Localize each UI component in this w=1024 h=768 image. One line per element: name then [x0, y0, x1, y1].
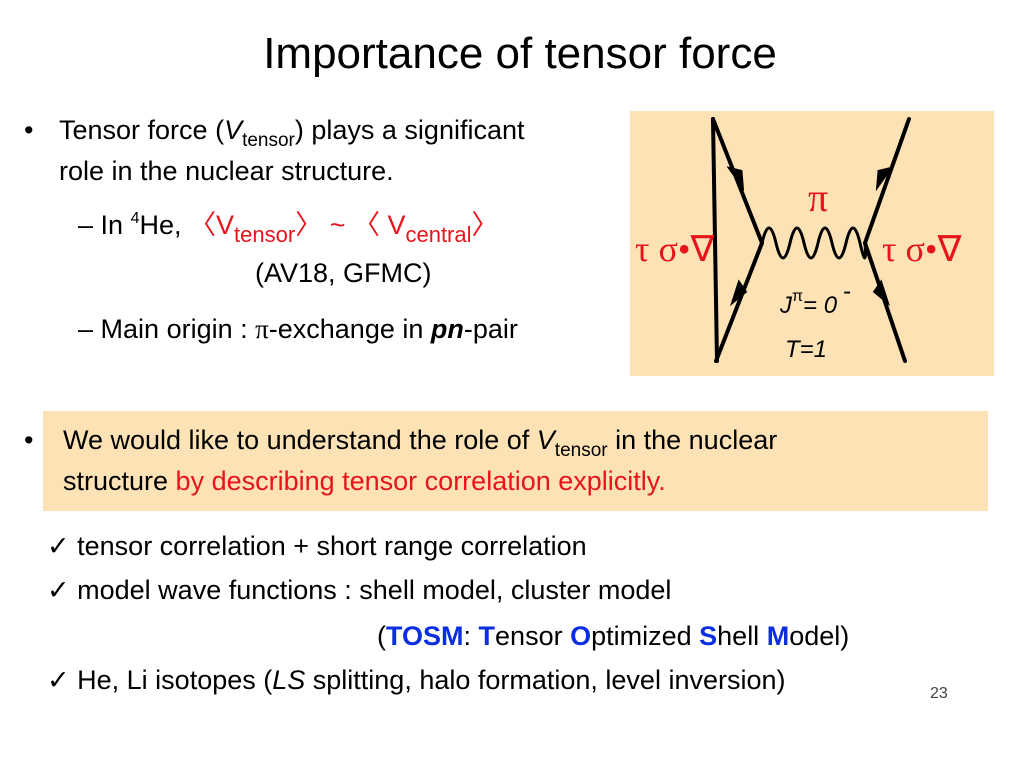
diagram-j-sup: π [792, 288, 803, 305]
tosm-line: (TOSM: Tensor Optimized Shell Model) [377, 620, 849, 653]
sub2-dash: – [78, 314, 94, 344]
sub1-eq-open: 〈V [189, 210, 235, 240]
diagram-j: J [779, 292, 793, 319]
sub1-he: He, [139, 210, 190, 240]
nucleon-line-left-lower [711, 117, 719, 363]
bullet1-line2: role in the nuclear structure. [59, 156, 394, 186]
bullet2-text-pre: We would like to understand the role of [63, 425, 537, 455]
tosm-s: S [699, 621, 718, 651]
nucleon-line-left-lower-seg [714, 241, 764, 363]
page-number: 23 [930, 685, 948, 702]
check-item-2: ✓ model wave functions : shell model, cl… [47, 574, 671, 607]
sub1-eq-sub1: tensor [234, 222, 296, 247]
arrow-left-lower [729, 279, 748, 307]
sub2-text-pre: Main origin : [100, 314, 256, 344]
check-item-3: ✓ He, Li isotopes (LS splitting, halo fo… [47, 664, 786, 697]
sub2-text-mid: -exchange in [268, 314, 431, 344]
checkmark-icon: ✓ [47, 575, 70, 605]
slide-title: Importance of tensor force [263, 29, 777, 78]
bullet2-line2-red: by describing tensor correlation explici… [175, 466, 666, 496]
bullet1-var: V [224, 115, 243, 145]
sub2-text-post: -pair [463, 314, 518, 344]
sub1-sup: 4 [130, 210, 140, 227]
bullet2-text-post: in the nuclear [607, 425, 778, 455]
nucleon-line-right-upper-seg [863, 117, 911, 245]
sub1-eq-sub2: central [405, 222, 472, 247]
bullet1-var-sub: tensor [242, 130, 295, 151]
sub1-dash: – [78, 210, 94, 240]
check-item-3-ls: LS [272, 665, 306, 695]
diagram-t-label: T=1 [785, 336, 827, 363]
check-item-3-post: splitting, halo formation, level inversi… [305, 665, 786, 695]
feynman-diagram-graphic: π τ σ•∇ τ σ•∇ Jπ= 0- T=1 [635, 117, 962, 363]
tosm-o: O [570, 621, 592, 651]
pion-exchange-diagram: π τ σ•∇ τ σ•∇ Jπ= 0- T=1 [630, 111, 994, 376]
diagram-pi-label: π [808, 175, 828, 220]
check-item-3-pre: He, Li isotopes ( [77, 665, 273, 695]
sub2-pn: pn [430, 314, 464, 344]
diagram-vertex-left: τ σ•∇ [635, 229, 715, 269]
sub1-eq-mid: 〉 ~ 〈 V [295, 210, 406, 240]
bullet2-var: V [536, 425, 555, 455]
tosm-m-rest: odel) [789, 621, 850, 651]
diagram-j-parity: - [843, 278, 851, 305]
diagram-vertex-right: τ σ•∇ [882, 229, 962, 269]
diagram-j-label: Jπ= 0- [779, 278, 851, 319]
bullet2-marker: • [24, 425, 34, 455]
tosm-t: T [478, 621, 496, 651]
tosm-colon: : [463, 621, 479, 651]
sub2-pi: π [255, 314, 269, 344]
tosm-t-rest: ensor [495, 621, 571, 651]
check-item-1: ✓ tensor correlation + short range corre… [47, 530, 587, 563]
tosm-o-rest: ptimized [591, 621, 700, 651]
tosm-abbr: TOSM [386, 621, 464, 651]
checkmark-icon: ✓ [47, 665, 70, 695]
tosm-open: ( [377, 621, 386, 651]
tosm-m: M [766, 621, 790, 651]
bullet-marker: • [24, 115, 34, 145]
arrow-right-lower [872, 279, 891, 307]
bullet1-text-pre: Tensor force ( [59, 115, 225, 145]
sub1-eq-close: 〉 [471, 210, 499, 240]
bullet2-line1: We would like to understand the role of … [63, 424, 778, 461]
bullet2-line2: structure by describing tensor correlati… [63, 465, 666, 498]
bullet2-line2-pre: structure [63, 466, 176, 496]
check-item-2-text: model wave functions : shell model, clus… [77, 575, 672, 605]
diagram-j-eq: = 0 [803, 292, 838, 319]
sub2-line: – Main origin : π-exchange in pn-pair [78, 313, 518, 346]
tosm-s-rest: hell [717, 621, 767, 651]
check-item-1-text: tensor correlation + short range correla… [77, 531, 587, 561]
pion-wavy-line [760, 226, 867, 260]
bullet1-text-post: ) plays a significant [294, 115, 525, 145]
checkmark-icon: ✓ [47, 531, 70, 561]
sub1-line1: – In 4He, 〈Vtensor〉 ~ 〈 Vcentral〉 [78, 209, 499, 247]
highlight-box [43, 411, 988, 511]
bullet1-line1: Tensor force (Vtensor) plays a significa… [59, 114, 525, 151]
sub1-ref: (AV18, GFMC) [255, 258, 432, 288]
sub1-in: In [100, 210, 131, 240]
bullet2-var-sub: tensor [554, 440, 608, 461]
